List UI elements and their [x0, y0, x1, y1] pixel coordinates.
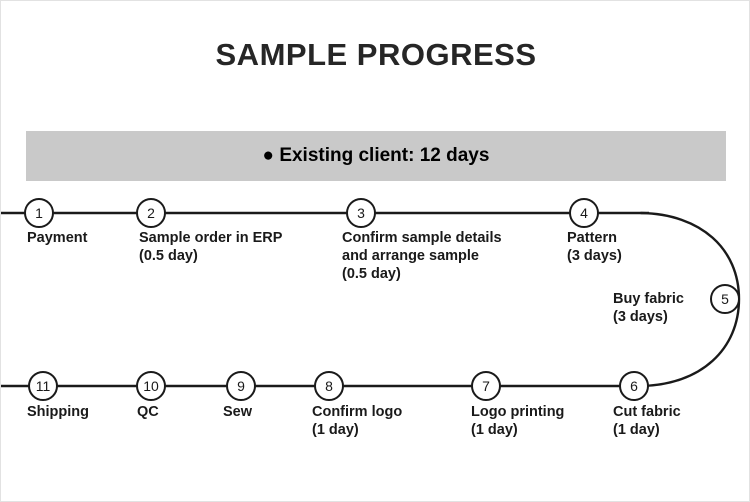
node-circle-9 [226, 371, 256, 401]
node-label-9: Sew [223, 404, 253, 420]
node-duration-6: (1 day) [613, 422, 660, 438]
node-duration-3: (0.5 day) [342, 266, 401, 282]
node-label-2: Sample order in ERP [139, 230, 283, 246]
node-label-11: Shipping [27, 404, 90, 420]
node-label-1: Payment [27, 230, 88, 246]
node-duration-7: (1 day) [471, 422, 518, 438]
node-circle-7 [471, 371, 501, 401]
node-label-6: Cut fabric [613, 404, 681, 420]
node-label-3: Confirm sample details and arrange sampl… [342, 230, 502, 264]
node-circle-10 [136, 371, 166, 401]
node-circle-5 [710, 284, 740, 314]
node-circle-4 [569, 198, 599, 228]
node-circle-6 [619, 371, 649, 401]
node-label-5: Buy fabric [613, 291, 684, 307]
banner-label: Existing client: 12 days [279, 145, 490, 166]
page-title: SAMPLE PROGRESS [215, 37, 537, 72]
node-circle-2 [136, 198, 166, 228]
node-circle-3 [346, 198, 376, 228]
node-circle-1 [24, 198, 54, 228]
node-duration-4: (3 days) [567, 248, 622, 264]
node-circle-8 [314, 371, 344, 401]
node-duration-8: (1 day) [312, 422, 359, 438]
node-duration-5: (3 days) [613, 309, 668, 325]
node-duration-2: (0.5 day) [139, 248, 198, 264]
node-label-7: Logo printing [471, 404, 565, 420]
node-label-4: Pattern [567, 230, 617, 246]
bullet-icon: ● [262, 145, 275, 166]
banner-text: ● Existing client: 12 days [26, 131, 726, 181]
existing-client-banner: ● Existing client: 12 days [26, 131, 726, 181]
node-label-10: QC [137, 404, 159, 420]
node-label-8: Confirm logo [312, 404, 403, 420]
node-circle-11 [28, 371, 58, 401]
